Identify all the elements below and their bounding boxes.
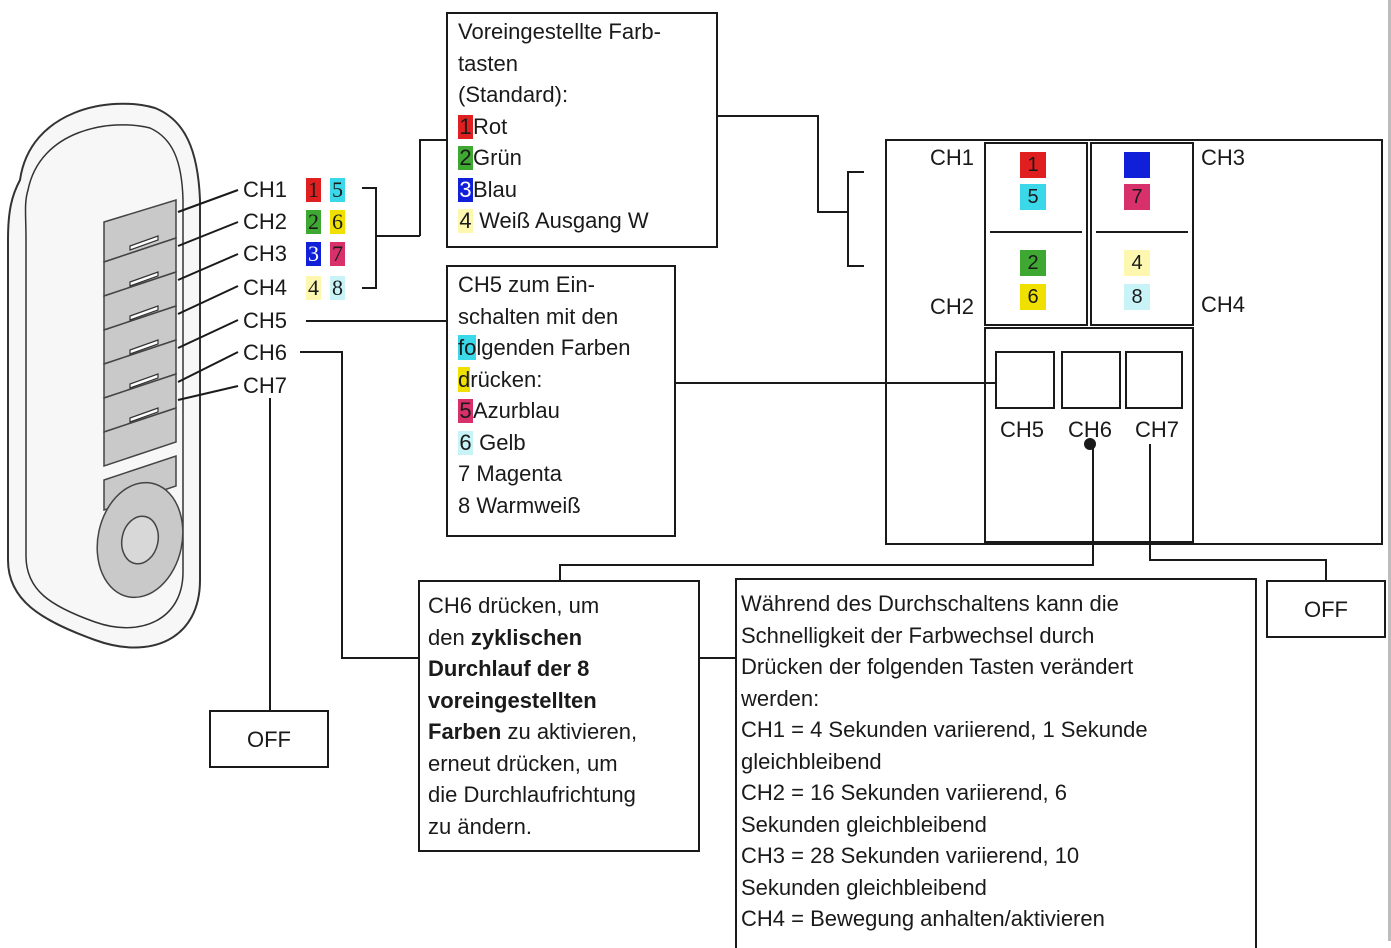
speed-line-9: CH3 = 28 Sekunden variierend, 10 (741, 843, 1080, 868)
label-ch3: CH3 (243, 241, 288, 266)
preset-item-white: 4 Weiß Ausgang W (458, 208, 649, 233)
speed-description-box: Während des Durchschaltens kann die Schn… (735, 578, 1257, 948)
speed-line-3: Drücken der folgenden Tasten verändert (741, 654, 1134, 679)
ch5-line-4: drücken: (458, 366, 543, 392)
label-ch1: CH1 (243, 177, 288, 202)
remote-control (7, 102, 201, 649)
panel-label-ch1: CH1 (930, 145, 975, 170)
speed-line-10: Sekunden gleichbleibend (741, 874, 987, 900)
right-edge-bar (1388, 0, 1391, 941)
speed-line-5: CH1 = 4 Sekunden variierend, 1 Sekunde (741, 717, 1148, 742)
panel-label-ch7: CH7 (1135, 417, 1180, 442)
speed-line-8: Sekunden gleichbleibend (741, 811, 987, 837)
panel-sq-1: 1 (1020, 152, 1046, 178)
ch6-line-3: Durchlauf der 8 (428, 656, 590, 681)
ch6-line-6: erneut drücken, um (428, 750, 618, 776)
ch5-line-3: folgenden Farben (458, 335, 631, 360)
badge-ch1-1: 1 (306, 177, 321, 202)
ch5-line-1: CH5 zum Ein- (458, 272, 595, 297)
panel-sq-4: 4 (1124, 250, 1150, 276)
badge-ch2-6: 6 (330, 209, 345, 234)
panel-label-ch2: CH2 (930, 294, 975, 319)
badge-ch3-3: 3 (306, 241, 321, 266)
ch6-line-5: Farben zu aktivieren, (428, 719, 638, 744)
remote-key-ch7 (103, 406, 177, 468)
panel-frame (885, 139, 1383, 545)
speed-line-11: CH4 = Bewegung anhalten/aktivieren (741, 906, 1105, 931)
preset-item-blue: 3Blau (458, 176, 518, 202)
panel-sq-7: 7 (1124, 184, 1150, 210)
ch5-item-yellow: 6 Gelb (458, 429, 526, 455)
ch6-line-4: voreingestellten (428, 687, 597, 713)
off-box-left: OFF (209, 710, 329, 768)
panel-sq-5: 5 (1020, 184, 1046, 210)
ch7-panel-button (1125, 351, 1183, 409)
preset-item-red: 1Rot (458, 113, 508, 139)
label-ch7: CH7 (243, 373, 288, 398)
label-ch4: CH4 (243, 275, 288, 300)
ch5-item-azure: 5Azurblau (458, 398, 560, 423)
off-label-right: OFF (1304, 597, 1348, 622)
badge-ch2-2: 2 (306, 209, 321, 234)
panel-label-ch3: CH3 (1201, 145, 1246, 170)
ch5-item-warmwhite: 8 Warmweiß (458, 492, 581, 518)
ch6-dot (1084, 438, 1096, 450)
label-ch6: CH6 (243, 340, 288, 365)
panel-sq-6: 6 (1020, 284, 1046, 310)
label-ch2: CH2 (243, 209, 288, 234)
panel-left-top (984, 142, 1088, 326)
ch6-line-8: zu ändern. (428, 813, 532, 839)
panel-label-ch5: CH5 (1000, 417, 1045, 442)
panel-right-top (1090, 142, 1194, 326)
speed-line-1: Während des Durchschaltens kann die (741, 591, 1119, 616)
speed-line-4: werden: (741, 685, 820, 711)
preset-heading-1: Voreingestellte Farb- (458, 19, 661, 44)
speed-line-7: CH2 = 16 Sekunden variierend, 6 (741, 780, 1067, 805)
badge-ch1-5: 5 (330, 177, 345, 202)
ch5-item-magenta: 7 Magenta (458, 461, 562, 486)
preset-colors-box: Voreingestellte Farb- tasten (Standard):… (446, 12, 718, 248)
off-box-right: OFF (1266, 580, 1386, 638)
label-ch5: CH5 (243, 308, 288, 333)
panel-label-ch6: CH6 (1068, 417, 1113, 442)
ch6-description-box: CH6 drücken, um den zyklischen Durchlauf… (418, 580, 700, 852)
panel-label-ch4: CH4 (1201, 292, 1246, 317)
badge-ch4-8: 8 (330, 275, 345, 300)
badge-ch4-4: 4 (306, 275, 321, 300)
off-label-left: OFF (247, 727, 291, 752)
ch5-line-2: schalten mit den (458, 303, 619, 329)
preset-heading-2: tasten (458, 50, 518, 76)
ch6-panel-button (1061, 351, 1121, 409)
panel-sq-2: 2 (1020, 250, 1046, 276)
preset-heading-3: (Standard): (458, 82, 569, 107)
preset-item-green: 2Grün (458, 145, 522, 170)
speed-line-2: Schnelligkeit der Farbwechsel durch (741, 622, 1095, 648)
ch6-line-7: die Durchlaufrichtung (428, 782, 636, 807)
panel-sq-8: 8 (1124, 284, 1150, 310)
badge-ch3-7: 7 (330, 241, 345, 266)
ch6-line-1: CH6 drücken, um (428, 593, 600, 618)
ch5-panel-button (995, 351, 1055, 409)
panel-bottom (984, 327, 1194, 543)
ch5-colors-box: CH5 zum Ein- schalten mit den folgenden … (446, 265, 676, 537)
panel-sq-3: 3 (1124, 152, 1150, 178)
speed-line-6: gleichbleibend (741, 748, 882, 774)
ch6-line-2: den zyklischen (428, 624, 583, 650)
